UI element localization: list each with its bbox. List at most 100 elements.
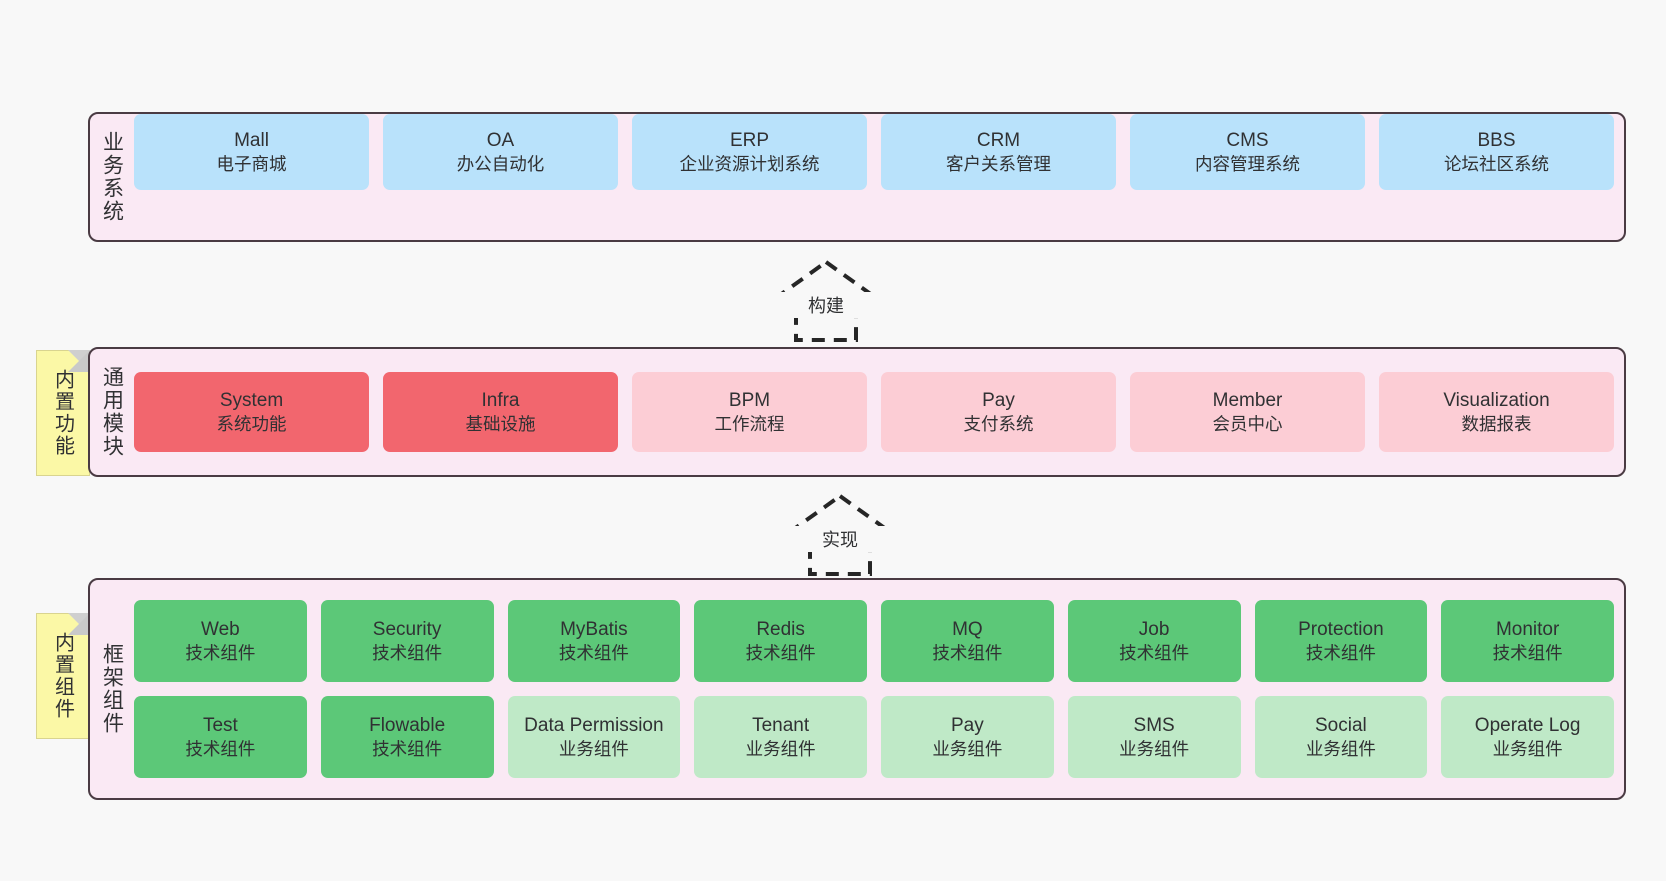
card-subtitle: 支付系统 [963, 413, 1034, 434]
card-title: Security [372, 618, 442, 640]
card-title: Pay [951, 714, 984, 736]
card-redis[interactable]: Redis 技术组件 [694, 600, 867, 682]
card-subtitle: 客户关系管理 [946, 153, 1051, 174]
card-title: CRM [976, 129, 1021, 151]
card-title: System [219, 389, 284, 411]
card-title: Tenant [752, 714, 810, 736]
card-infra[interactable]: Infra 基础设施 [383, 372, 618, 452]
card-subtitle: 技术组件 [185, 738, 256, 759]
card-system[interactable]: System 系统功能 [134, 372, 369, 452]
card-subtitle: 技术组件 [1119, 642, 1190, 663]
card-subtitle: 系统功能 [216, 413, 287, 434]
card-title: Operate Log [1474, 714, 1581, 736]
card-title: Redis [756, 618, 805, 640]
card-operate-log[interactable]: Operate Log 业务组件 [1441, 696, 1614, 778]
card-subtitle: 业务组件 [1305, 738, 1376, 759]
arrow-implement-label: 实现 [770, 526, 910, 552]
card-data-permission[interactable]: Data Permission 业务组件 [507, 696, 681, 778]
card-bpm[interactable]: BPM 工作流程 [632, 372, 867, 452]
card-subtitle: 技术组件 [372, 738, 443, 759]
business-card-row: Mall 电子商城 OA 办公自动化 ERP 企业资源计划系统 CRM 客户关系… [134, 114, 1614, 190]
card-mybatis[interactable]: MyBatis 技术组件 [507, 600, 681, 682]
card-subtitle: 基础设施 [465, 413, 536, 434]
card-crm[interactable]: CRM 客户关系管理 [881, 114, 1116, 190]
card-title: Mall [234, 129, 269, 151]
card-monitor[interactable]: Monitor 技术组件 [1441, 600, 1614, 682]
framework-tech-row: Web 技术组件 Security 技术组件 MyBatis 技术组件 Redi… [134, 600, 1614, 682]
card-security[interactable]: Security 技术组件 [320, 600, 494, 682]
card-flowable[interactable]: Flowable 技术组件 [320, 696, 494, 778]
card-title: Pay [982, 389, 1015, 411]
card-subtitle: 企业资源计划系统 [679, 153, 820, 174]
card-subtitle: 技术组件 [932, 642, 1003, 663]
card-subtitle: 业务组件 [1119, 738, 1190, 759]
sticky-label: 内置组件 [51, 632, 74, 720]
card-title: Web [201, 618, 240, 640]
card-tenant[interactable]: Tenant 业务组件 [694, 696, 867, 778]
card-title: MQ [952, 618, 983, 640]
card-title: CMS [1226, 129, 1269, 151]
layer-framework-title: 框架组件 [100, 643, 124, 735]
card-title: Monitor [1495, 618, 1560, 640]
layer-framework-components: 框架组件 Web 技术组件 Security 技术组件 MyBatis 技术组件… [88, 578, 1626, 800]
card-subtitle: 办公自动化 [456, 153, 545, 174]
card-title: MyBatis [560, 618, 628, 640]
card-bbs[interactable]: BBS 论坛社区系统 [1379, 114, 1614, 190]
arrow-build: 构建 [756, 258, 896, 342]
card-title: Data Permission [524, 714, 664, 736]
card-title: Member [1212, 389, 1283, 411]
card-erp[interactable]: ERP 企业资源计划系统 [632, 114, 867, 190]
card-title: SMS [1133, 714, 1175, 736]
card-title: Visualization [1443, 389, 1550, 411]
card-subtitle: 技术组件 [372, 642, 443, 663]
framework-business-row: Test 技术组件 Flowable 技术组件 Data Permission … [134, 696, 1614, 778]
card-title: Test [202, 714, 238, 736]
arrow-build-label: 构建 [756, 292, 896, 318]
card-subtitle: 工作流程 [714, 413, 785, 434]
card-subtitle: 技术组件 [558, 642, 629, 663]
card-web[interactable]: Web 技术组件 [134, 600, 307, 682]
card-subtitle: 业务组件 [745, 738, 816, 759]
card-title: Social [1315, 714, 1367, 736]
layer-framework-body: Web 技术组件 Security 技术组件 MyBatis 技术组件 Redi… [134, 580, 1624, 798]
card-mall[interactable]: Mall 电子商城 [134, 114, 369, 190]
card-subtitle: 会员中心 [1212, 413, 1283, 434]
card-subtitle: 技术组件 [1305, 642, 1376, 663]
sticky-label: 内置功能 [51, 369, 74, 457]
layer-business-systems: 业务系统 Mall 电子商城 OA 办公自动化 ERP 企业资源计划系统 CRM… [88, 112, 1626, 242]
card-title: Infra [481, 389, 520, 411]
card-mq[interactable]: MQ 技术组件 [881, 600, 1054, 682]
card-subtitle: 技术组件 [1492, 642, 1563, 663]
card-pay-module[interactable]: Pay 支付系统 [881, 372, 1116, 452]
card-subtitle: 业务组件 [558, 738, 629, 759]
card-subtitle: 业务组件 [1492, 738, 1563, 759]
card-social[interactable]: Social 业务组件 [1254, 696, 1428, 778]
card-pay-component[interactable]: Pay 业务组件 [881, 696, 1054, 778]
sticky-fold-corner-icon [68, 613, 90, 635]
card-subtitle: 技术组件 [185, 642, 256, 663]
card-test[interactable]: Test 技术组件 [134, 696, 307, 778]
card-job[interactable]: Job 技术组件 [1067, 600, 1241, 682]
card-subtitle: 内容管理系统 [1195, 153, 1300, 174]
card-protection[interactable]: Protection 技术组件 [1254, 600, 1428, 682]
layer-business-title: 业务系统 [100, 131, 124, 223]
card-subtitle: 电子商城 [216, 153, 287, 174]
card-subtitle: 论坛社区系统 [1444, 153, 1549, 174]
card-title: BPM [728, 389, 771, 411]
card-title: Protection [1298, 618, 1384, 640]
layer-common-title: 通用模块 [100, 366, 124, 458]
common-card-row: System 系统功能 Infra 基础设施 BPM 工作流程 Pay 支付系统… [134, 372, 1614, 452]
arrow-implement: 实现 [770, 492, 910, 576]
sticky-note-builtin-features: 内置功能 [36, 350, 90, 476]
card-member[interactable]: Member 会员中心 [1130, 372, 1365, 452]
card-oa[interactable]: OA 办公自动化 [383, 114, 618, 190]
layer-common-body: System 系统功能 Infra 基础设施 BPM 工作流程 Pay 支付系统… [134, 349, 1624, 475]
card-sms[interactable]: SMS 业务组件 [1067, 696, 1241, 778]
layer-common-modules: 通用模块 System 系统功能 Infra 基础设施 BPM 工作流程 Pay… [88, 347, 1626, 477]
card-cms[interactable]: CMS 内容管理系统 [1130, 114, 1365, 190]
layer-business-body: Mall 电子商城 OA 办公自动化 ERP 企业资源计划系统 CRM 客户关系… [134, 114, 1624, 190]
card-subtitle: 技术组件 [745, 642, 816, 663]
card-visualization[interactable]: Visualization 数据报表 [1379, 372, 1614, 452]
sticky-note-builtin-components: 内置组件 [36, 613, 90, 739]
